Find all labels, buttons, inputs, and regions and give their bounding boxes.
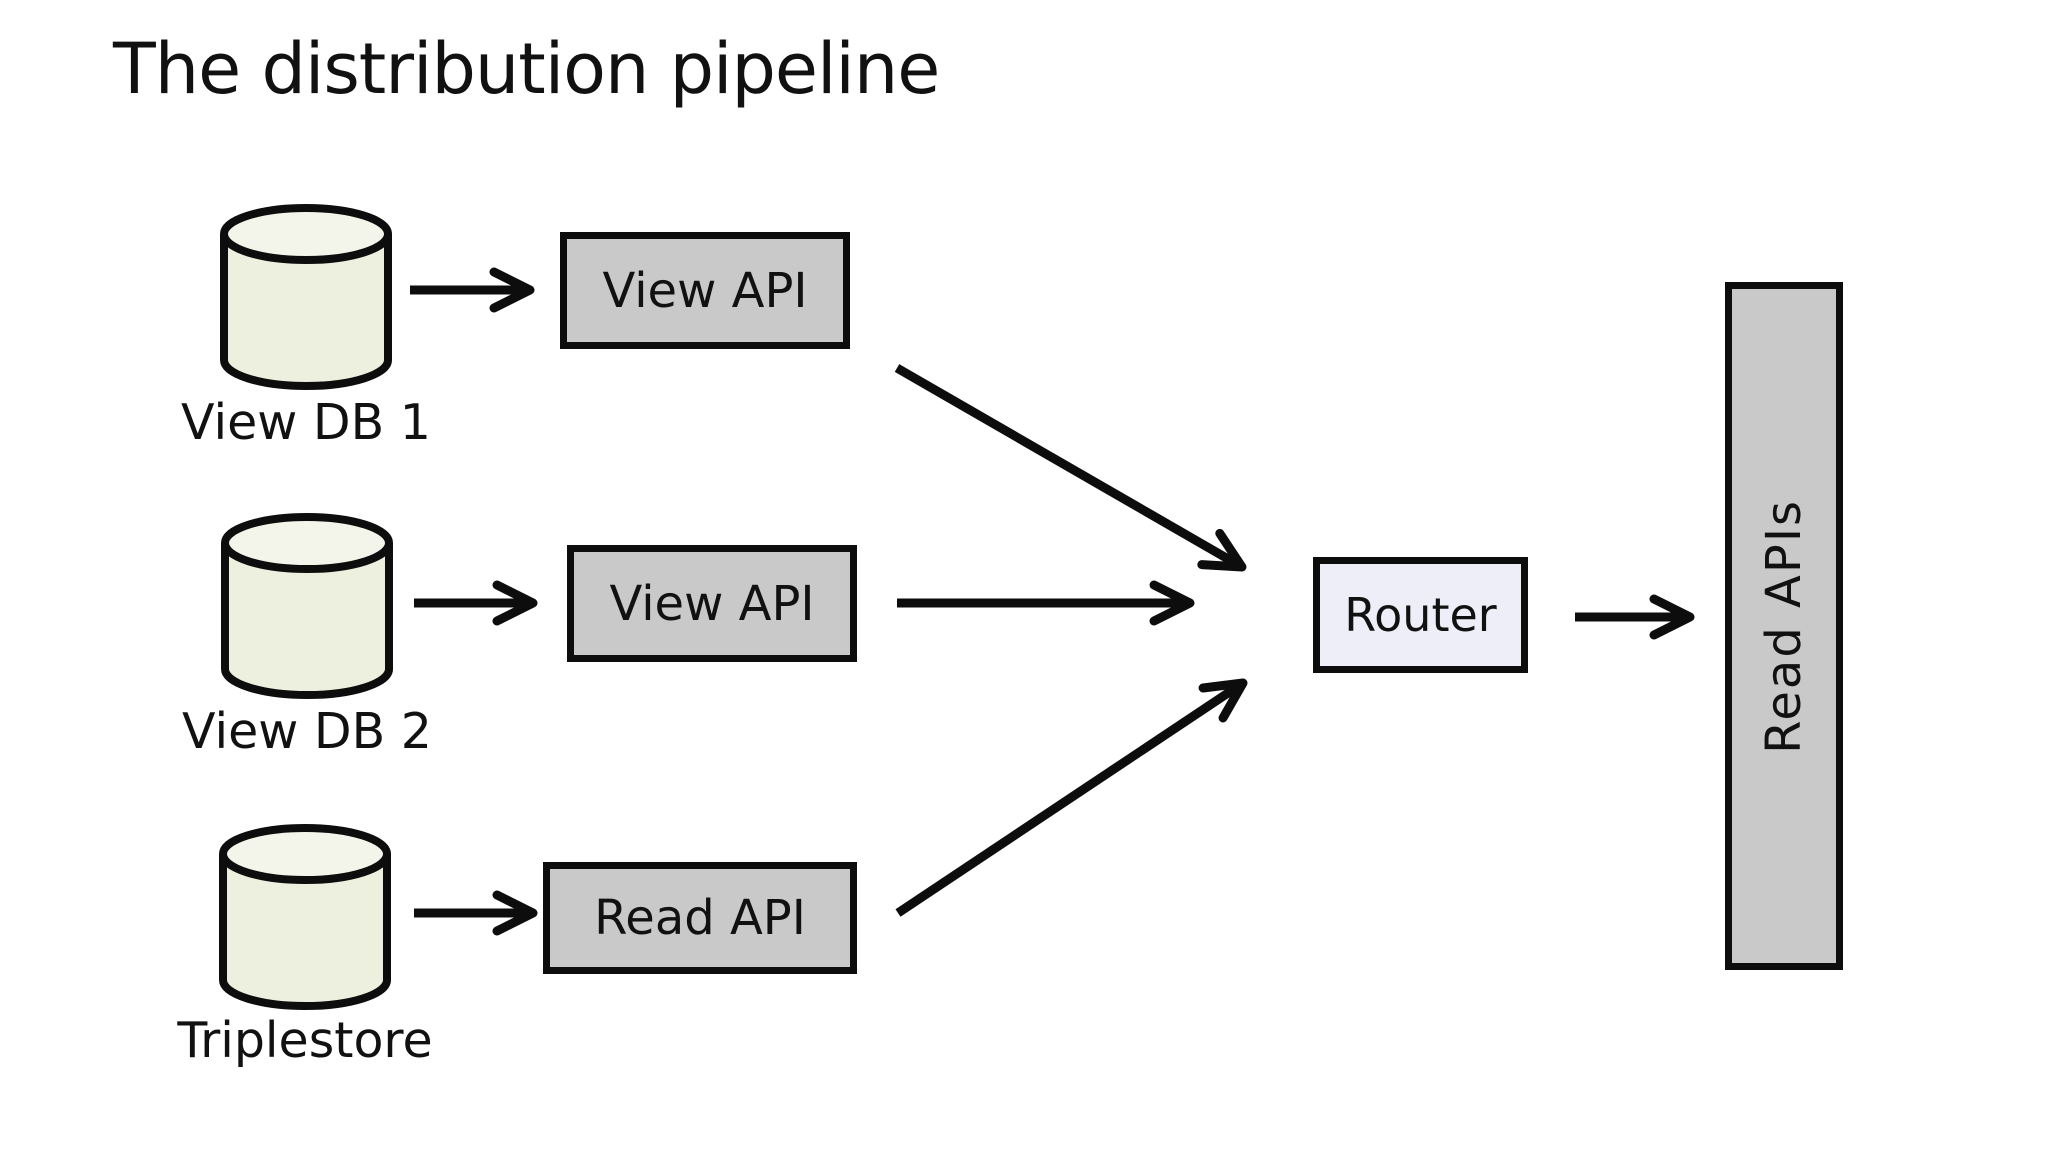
node-view-db-1: View DB 1 [181,204,431,451]
node-label: View API [609,575,815,632]
node-triplestore: Triplestore [177,824,433,1069]
db-label-view-db-2: View DB 2 [182,703,432,760]
node-label: Read API [594,890,806,946]
database-cylinder-icon [221,513,393,699]
node-label: View API [602,262,808,319]
db-label-view-db-1: View DB 1 [181,394,431,451]
node-router: Router [1313,557,1528,673]
node-read-apis: Read APIs [1725,282,1843,970]
diagram-title: The distribution pipeline [113,28,940,110]
node-view-api-2: View API [567,545,857,662]
database-cylinder-icon [219,824,391,1010]
arrow-viewapi1-to-router [894,364,1247,572]
node-view-api-1: View API [560,232,850,349]
arrow-readapi-to-router [895,678,1248,917]
node-view-db-2: View DB 2 [182,513,432,760]
db-label-triplestore: Triplestore [177,1012,433,1069]
node-label: Read APIs [1756,498,1812,754]
node-read-api: Read API [543,862,857,974]
node-label: Router [1344,588,1497,642]
database-cylinder-icon [220,204,392,390]
